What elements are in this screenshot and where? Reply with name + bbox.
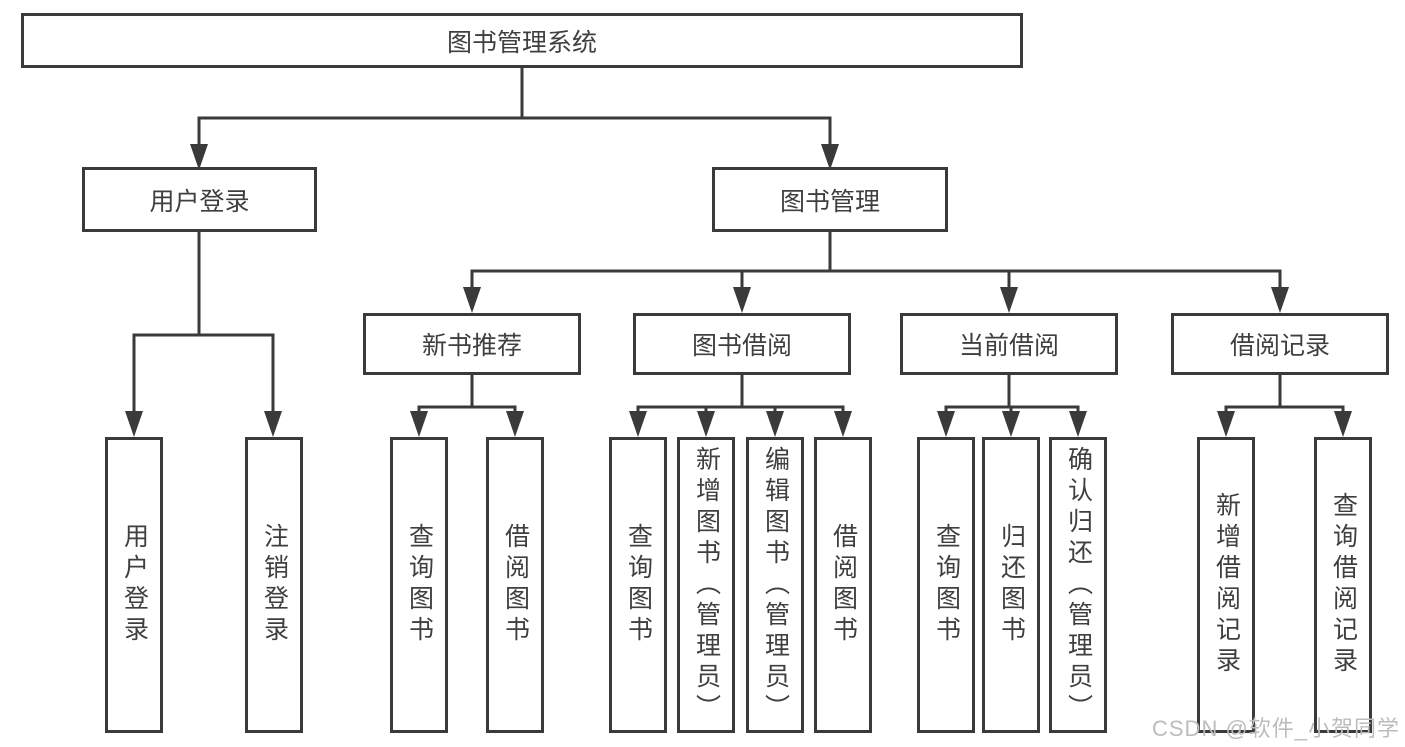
leaf-return-book: 归还图书 bbox=[982, 437, 1040, 733]
leaf-add-borrow-record: 新增借阅记录 bbox=[1197, 437, 1255, 733]
arrow-down-icon bbox=[190, 144, 208, 170]
arrow-down-icon bbox=[629, 411, 647, 437]
arrow-down-icon bbox=[697, 411, 715, 437]
leaf-edit-book-admin: 编辑图书（管理员） bbox=[746, 437, 804, 733]
connector-borrow-records-to-leaves bbox=[1224, 374, 1345, 413]
leaf-query-borrow-record: 查询借阅记录 bbox=[1314, 437, 1372, 733]
leaf-logout: 注销登录 bbox=[245, 437, 303, 733]
leaf-label: 查询图书 bbox=[624, 523, 653, 647]
arrow-down-icon bbox=[834, 411, 852, 437]
arrow-down-icon bbox=[1217, 411, 1235, 437]
arrow-down-icon bbox=[821, 144, 839, 170]
node-book-borrow: 图书借阅 bbox=[633, 313, 851, 375]
leaf-label: 新增借阅记录 bbox=[1212, 492, 1241, 678]
node-current-borrow: 当前借阅 bbox=[900, 313, 1118, 375]
leaf-add-book-admin: 新增图书（管理员） bbox=[677, 437, 735, 733]
leaf-borrow-books-recommend: 借阅图书 bbox=[486, 437, 544, 733]
arrow-down-icon bbox=[463, 287, 481, 313]
leaf-label: 新增图书（管理员） bbox=[692, 445, 721, 725]
watermark: CSDN @软件_小贺同学 bbox=[1152, 716, 1401, 741]
leaf-label: 借阅图书 bbox=[501, 523, 530, 647]
connector-book-management-to-level3 bbox=[470, 231, 1282, 289]
connector-current-borrow-to-leaves bbox=[944, 374, 1080, 413]
leaf-label: 注销登录 bbox=[260, 523, 289, 647]
leaf-query-books-current: 查询图书 bbox=[917, 437, 975, 733]
arrow-down-icon bbox=[1002, 411, 1020, 437]
connector-new-book-to-leaves bbox=[417, 374, 517, 413]
connector-book-borrow-to-leaves bbox=[636, 374, 845, 413]
leaf-label: 查询图书 bbox=[932, 523, 961, 647]
leaf-label: 用户登录 bbox=[120, 523, 149, 647]
leaf-user-login: 用户登录 bbox=[105, 437, 163, 733]
arrow-down-icon bbox=[1271, 287, 1289, 313]
arrow-down-icon bbox=[733, 287, 751, 313]
arrow-down-icon bbox=[1334, 411, 1352, 437]
arrow-down-icon bbox=[125, 411, 143, 437]
leaf-query-books-recommend: 查询图书 bbox=[390, 437, 448, 733]
leaf-label: 查询图书 bbox=[405, 523, 434, 647]
leaf-query-books-borrow: 查询图书 bbox=[609, 437, 667, 733]
leaf-confirm-return-admin: 确认归还（管理员） bbox=[1049, 437, 1107, 733]
connector-root-to-level2 bbox=[197, 68, 832, 146]
arrow-down-icon bbox=[264, 411, 282, 437]
node-new-book-recommend: 新书推荐 bbox=[363, 313, 581, 375]
node-borrow-records: 借阅记录 bbox=[1171, 313, 1389, 375]
arrow-down-icon bbox=[506, 411, 524, 437]
leaf-label: 编辑图书（管理员） bbox=[761, 445, 790, 725]
leaf-borrow-books: 借阅图书 bbox=[814, 437, 872, 733]
connector-user-login-to-leaves bbox=[132, 231, 275, 413]
arrow-down-icon bbox=[766, 411, 784, 437]
arrow-down-icon bbox=[1000, 287, 1018, 313]
arrow-down-icon bbox=[410, 411, 428, 437]
arrow-down-icon bbox=[1069, 411, 1087, 437]
arrowheads bbox=[125, 144, 1352, 437]
node-library-system: 图书管理系统 bbox=[21, 13, 1023, 68]
node-user-login: 用户登录 bbox=[82, 167, 317, 232]
leaf-label: 借阅图书 bbox=[829, 523, 858, 647]
leaf-label: 归还图书 bbox=[997, 523, 1026, 647]
leaf-label: 查询借阅记录 bbox=[1329, 492, 1358, 678]
leaf-label: 确认归还（管理员） bbox=[1064, 445, 1093, 725]
arrow-down-icon bbox=[937, 411, 955, 437]
node-book-management: 图书管理 bbox=[712, 167, 948, 232]
